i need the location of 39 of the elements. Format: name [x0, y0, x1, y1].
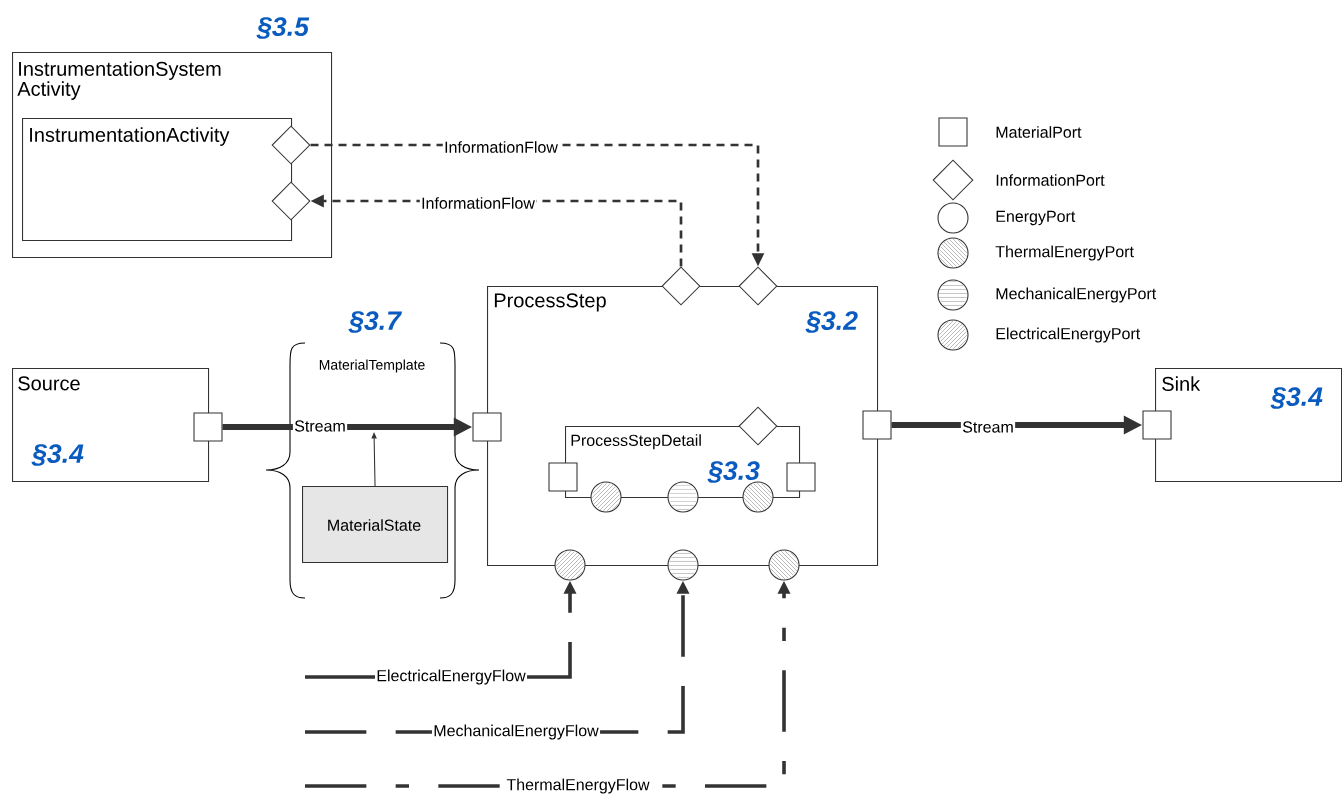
section-label: §3.4 — [1270, 387, 1323, 409]
state-box: MaterialState — [302, 486, 449, 564]
legend-label: MechanicalEnergyPort — [996, 287, 1157, 303]
edge-label: InformationFlow — [419, 195, 537, 211]
circle-port — [590, 481, 622, 513]
square-port — [1142, 410, 1172, 440]
circle-port — [554, 549, 586, 581]
diamond-port — [738, 266, 778, 306]
section-label: §3.3 — [707, 461, 760, 483]
diamond-port — [661, 266, 701, 306]
activity-box: InstrumentationActivity — [22, 118, 293, 242]
legend-label: InformationPort — [996, 174, 1105, 186]
edge-label: ElectricalEnergyFlow — [375, 668, 528, 686]
legend-label: ElectricalEnergyPort — [996, 327, 1141, 343]
edge-label: InformationFlow — [442, 139, 560, 155]
legend-label: EnergyPort — [996, 210, 1076, 226]
section-label: §3.7 — [348, 311, 402, 333]
square-port — [786, 462, 816, 492]
diamond-port — [738, 406, 778, 446]
section-label: §3.5 — [256, 17, 310, 39]
circle-port — [667, 481, 699, 513]
square-port — [472, 412, 502, 442]
edge-label: MechanicalEnergyFlow — [431, 723, 601, 741]
diamond-port — [271, 125, 311, 165]
circle-port — [667, 549, 699, 581]
edge-label: Stream — [292, 419, 348, 433]
edge-label: Stream — [960, 420, 1016, 434]
arrow — [371, 432, 377, 487]
section-label: §3.2 — [805, 311, 858, 333]
circle-port — [768, 549, 800, 581]
square-port — [193, 412, 223, 442]
circle-port — [742, 481, 774, 513]
legend-label: ThermalEnergyPort — [995, 245, 1134, 261]
square-port — [548, 462, 578, 492]
square-port — [862, 410, 892, 440]
section-label: §3.4 — [31, 444, 84, 466]
edge-label: ThermalEnergyFlow — [505, 777, 651, 794]
diamond-port — [271, 181, 311, 221]
legend-label: MaterialPort — [996, 126, 1082, 138]
